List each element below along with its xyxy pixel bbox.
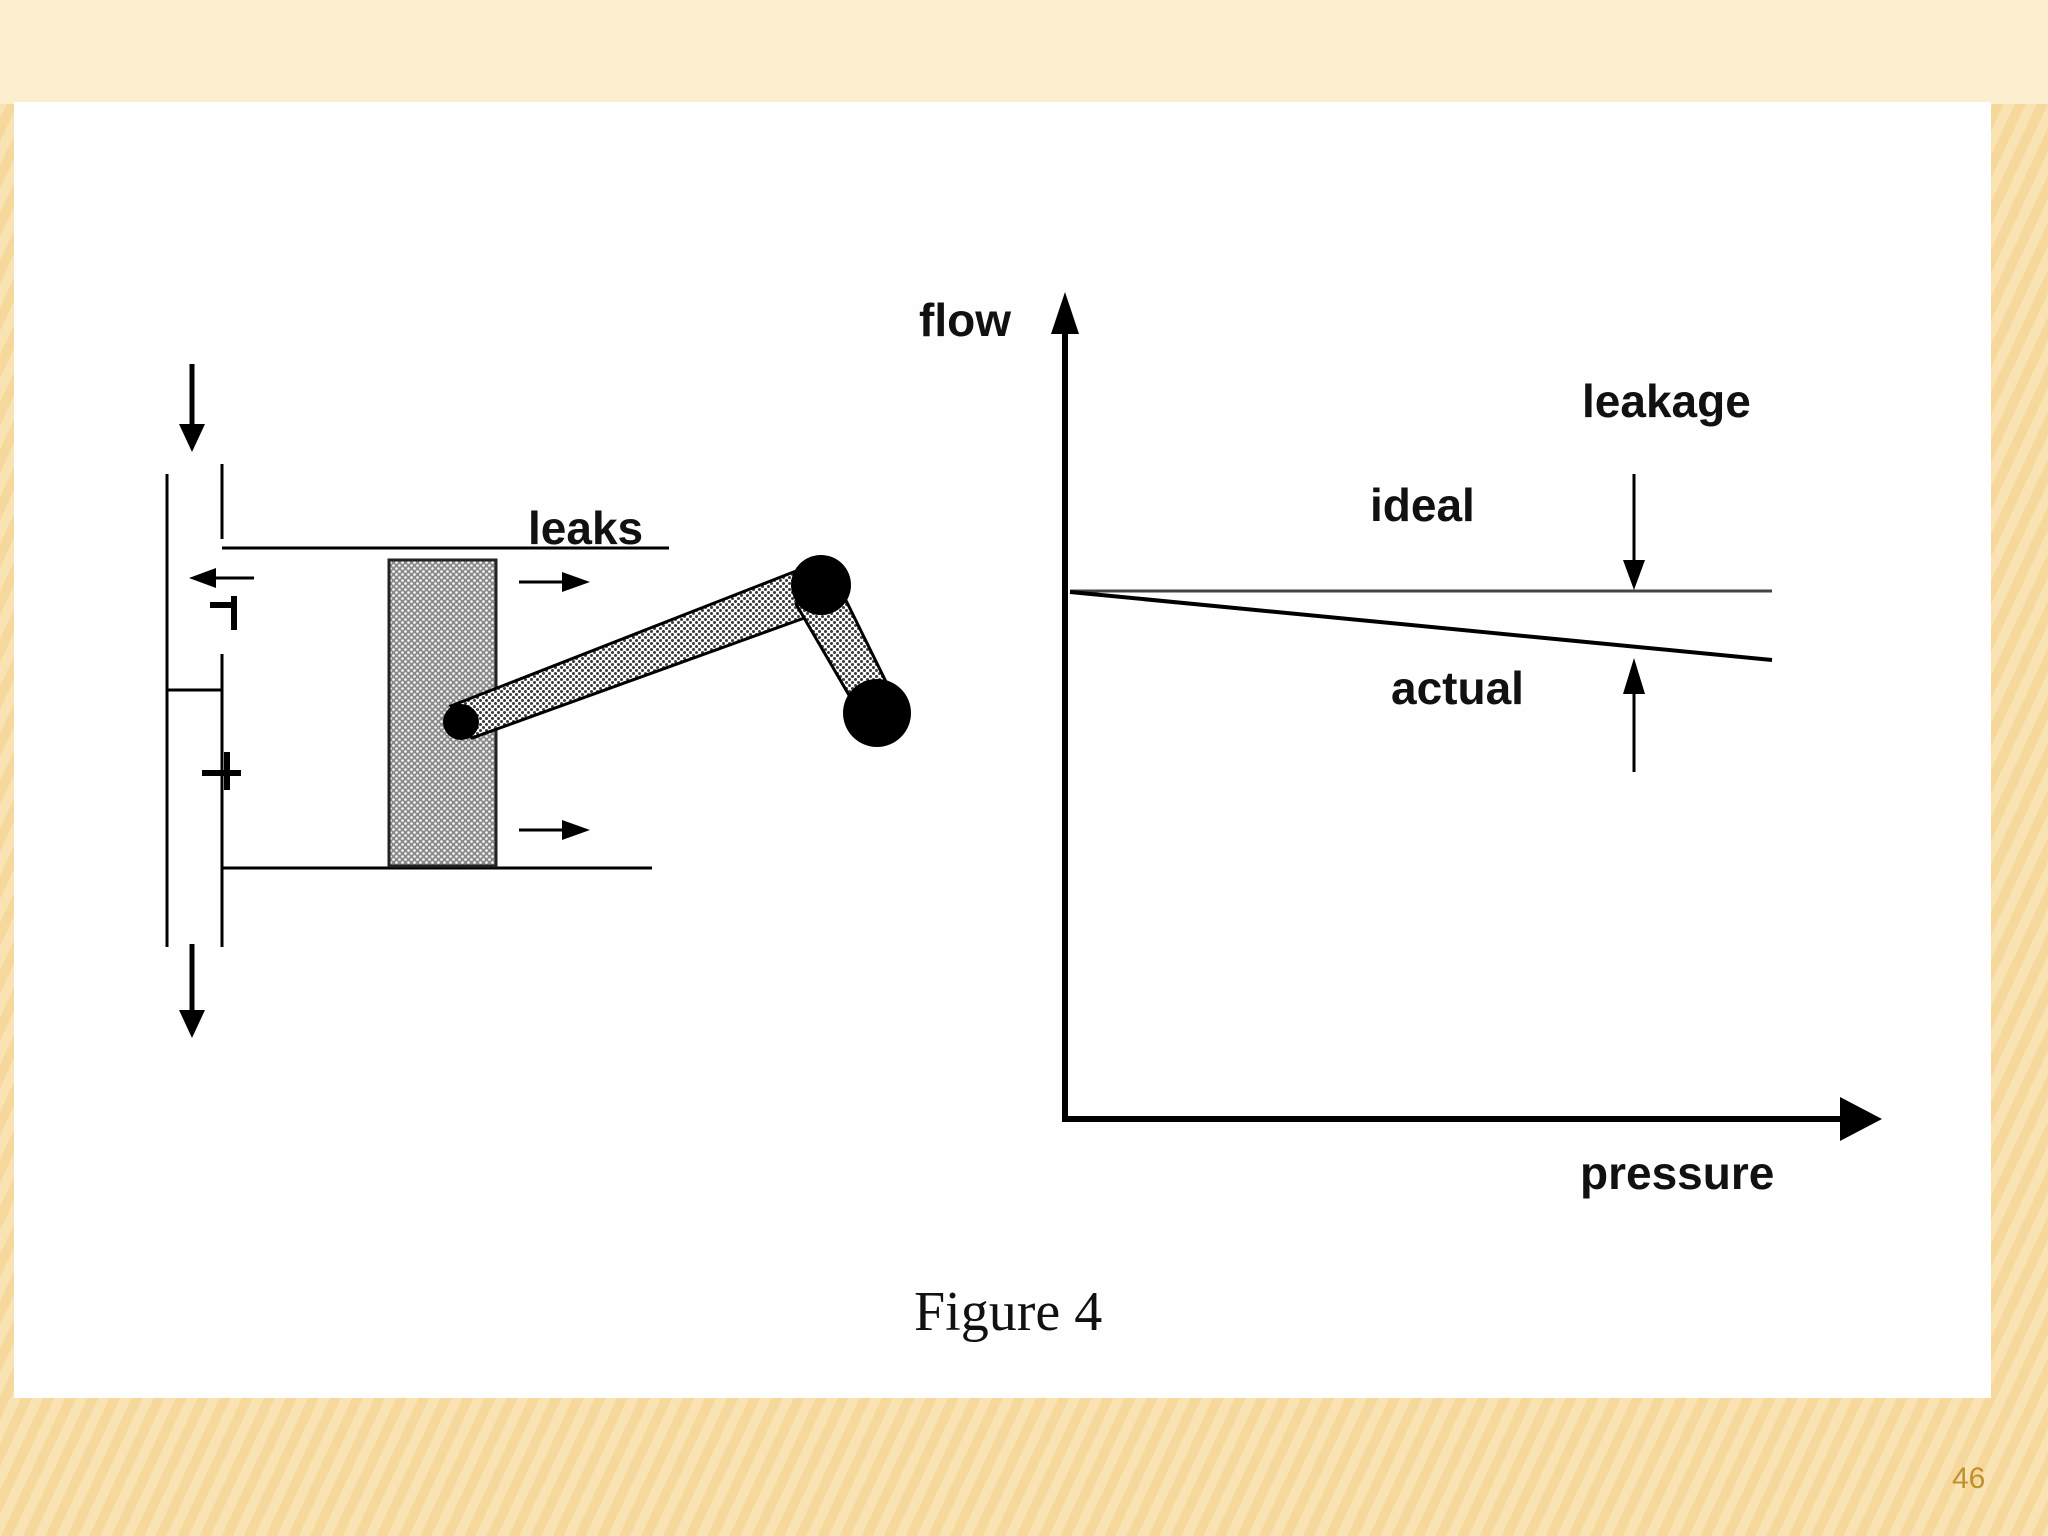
leakage-arrow-down — [1623, 474, 1645, 590]
leak-arrow-lower — [519, 820, 590, 840]
check-valve-upper — [210, 596, 237, 630]
figure-4-diagram: leaks flow leakage ideal — [165, 292, 1882, 1343]
pump-schematic: leaks — [165, 364, 911, 1038]
figure-panel: leaks flow leakage ideal — [14, 102, 1991, 1398]
actual-label: actual — [1391, 662, 1524, 714]
crank-pin — [791, 555, 851, 615]
outlet-arrow — [179, 944, 205, 1038]
wrist-pin — [443, 704, 479, 740]
ideal-label: ideal — [1370, 479, 1475, 531]
crankshaft — [843, 679, 911, 747]
leakage-arrow-up — [1623, 658, 1645, 772]
connecting-rod — [448, 562, 834, 740]
y-axis-arrowhead — [1051, 292, 1079, 334]
x-axis-arrowhead — [1840, 1097, 1882, 1141]
flow-pressure-graph: flow leakage ideal actual pressure — [919, 292, 1882, 1199]
slide-top-band — [0, 0, 2048, 104]
actual-line — [1069, 590, 1773, 662]
valve-tube — [165, 464, 224, 947]
inlet-arrow — [179, 364, 205, 452]
leak-backflow-arrow — [189, 568, 254, 588]
x-axis-label: pressure — [1580, 1147, 1774, 1199]
slide-number: 46 — [1952, 1462, 1986, 1495]
leak-arrow-upper — [519, 572, 590, 592]
figure-caption: Figure 4 — [914, 1281, 1102, 1343]
check-valve-lower — [202, 752, 241, 790]
leaks-label: leaks — [528, 502, 643, 554]
leakage-label: leakage — [1582, 375, 1751, 427]
y-axis-label: flow — [919, 294, 1011, 346]
